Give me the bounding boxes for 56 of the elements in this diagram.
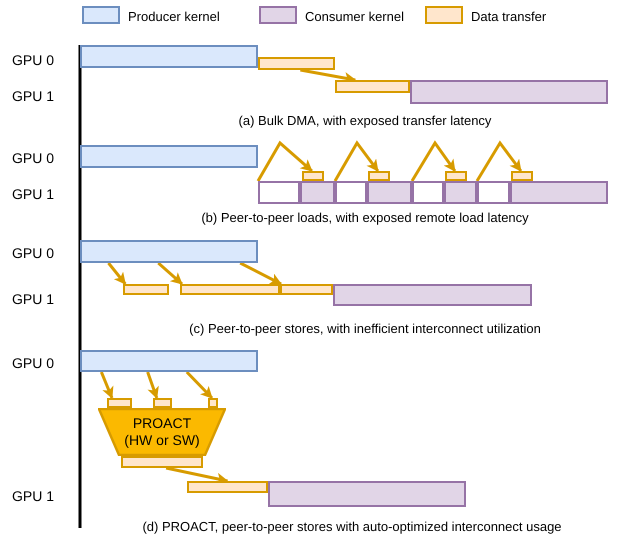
data-transfer-bar (123, 284, 169, 295)
arrow (240, 262, 282, 286)
arrow (100, 371, 114, 399)
arrow (107, 262, 126, 285)
idle-wait-box (335, 181, 367, 204)
arrow (476, 140, 522, 182)
arrow (186, 370, 214, 400)
data-transfer-bar (153, 398, 172, 408)
consumer-kernel-bar (333, 284, 532, 306)
data-transfer-bar (121, 456, 203, 468)
data-transfer-bar (368, 171, 390, 181)
panel-caption: (d) PROACT, peer-to-peer stores with auto-optimized interconnect usage (142, 518, 562, 536)
data-transfer-bar (302, 171, 324, 181)
arrow (157, 262, 183, 286)
idle-wait-box (258, 181, 300, 204)
data-transfer-bar (280, 284, 333, 295)
arrow (146, 372, 159, 399)
panel-caption: (c) Peer-to-peer stores, with inefficient interconnect utilization (189, 320, 541, 338)
producer-kernel-bar (80, 240, 258, 263)
gpu-label: GPU 0 (12, 149, 54, 168)
gpu-label: GPU 1 (12, 87, 54, 106)
data-transfer-bar (258, 57, 335, 70)
data-transfer-bar (335, 80, 410, 93)
consumer-kernel-bar (444, 181, 477, 204)
consumer-kernel-bar (268, 481, 466, 507)
idle-wait-box (412, 181, 444, 204)
arrow (334, 140, 380, 182)
gpu-label: GPU 1 (12, 487, 54, 506)
panel-caption: (a) Bulk DMA, with exposed transfer latency (238, 112, 492, 130)
data-transfer-bar (208, 398, 218, 408)
gpu-label: GPU 0 (12, 244, 54, 263)
panel-caption: (b) Peer-to-peer loads, with exposed remote load latency (201, 209, 529, 227)
gpu-label: GPU 0 (12, 354, 54, 373)
data-transfer-bar (445, 171, 467, 181)
consumer-kernel-bar (410, 80, 608, 104)
consumer-kernel-bar (367, 181, 412, 204)
arrow (410, 140, 456, 182)
idle-wait-box (477, 181, 510, 204)
data-transfer-bar (180, 284, 280, 295)
consumer-kernel-bar (510, 181, 608, 204)
data-transfer-bar (187, 481, 268, 493)
legend-label: Producer kernel (128, 8, 220, 26)
producer-kernel-bar (80, 145, 258, 168)
producer-kernel-bar (80, 45, 258, 68)
data-transfer-bar (107, 398, 132, 408)
gpu-label: GPU 1 (12, 185, 54, 204)
gpu-label: GPU 1 (12, 290, 54, 309)
arrow (256, 140, 313, 182)
consumer-kernel-bar (300, 181, 335, 204)
legend-label: Data transfer (471, 8, 546, 26)
gpu-label: GPU 0 (12, 51, 54, 70)
producer-kernel-bar (80, 350, 258, 372)
legend-label: Consumer kernel (305, 8, 404, 26)
proact-trapezoid (98, 408, 226, 456)
data-transfer-bar (511, 171, 533, 181)
node-label: PROACT (HW or SW) (123, 415, 201, 449)
